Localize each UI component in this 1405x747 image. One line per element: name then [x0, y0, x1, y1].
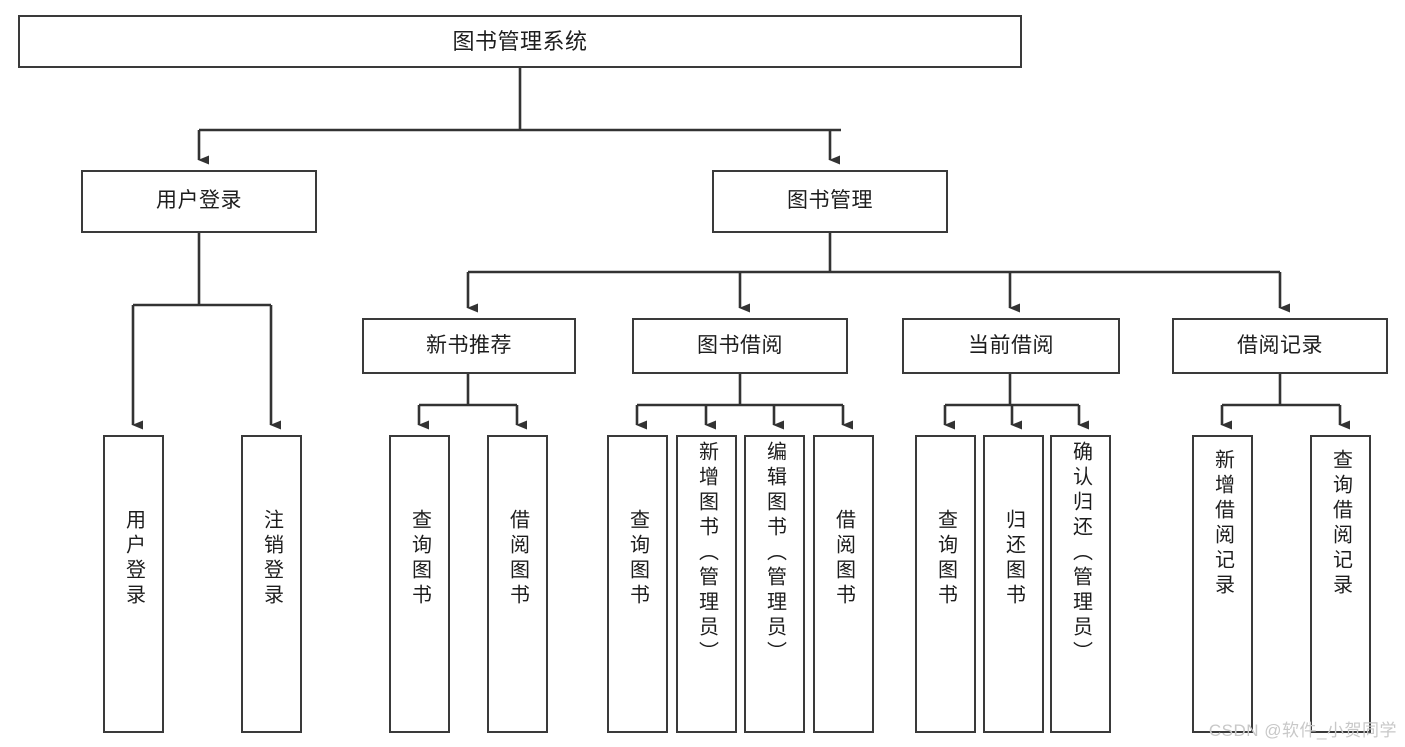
leaf-current-borrow-query-book[interactable]: 查询图书 — [915, 435, 976, 733]
node-label: 编辑图书（管理员） — [763, 441, 786, 666]
node-label: 注销登录 — [260, 509, 283, 609]
leaf-user-login-logout[interactable]: 注销登录 — [241, 435, 302, 733]
node-label: 借阅图书 — [506, 509, 529, 609]
node-label: 查询图书 — [934, 509, 957, 609]
leaf-book-borrow-edit-book-admin[interactable]: 编辑图书（管理员） — [744, 435, 805, 733]
node-book-borrowing[interactable]: 图书借阅 — [632, 318, 848, 374]
node-label: 新增借阅记录 — [1211, 449, 1234, 599]
node-label: 图书借阅 — [697, 333, 783, 357]
node-label: 查询借阅记录 — [1329, 449, 1352, 599]
node-user-login[interactable]: 用户登录 — [81, 170, 317, 233]
node-label: 用户登录 — [156, 189, 242, 213]
leaf-borrow-record-add-record[interactable]: 新增借阅记录 — [1192, 435, 1253, 733]
leaf-user-login-login[interactable]: 用户登录 — [103, 435, 164, 733]
node-label: 当前借阅 — [968, 333, 1054, 357]
node-book-management[interactable]: 图书管理 — [712, 170, 948, 233]
node-label: 归还图书 — [1002, 509, 1025, 609]
leaf-new-book-borrow-book[interactable]: 借阅图书 — [487, 435, 548, 733]
node-current-borrowing[interactable]: 当前借阅 — [902, 318, 1120, 374]
leaf-book-borrow-add-book-admin[interactable]: 新增图书（管理员） — [676, 435, 737, 733]
node-new-book-recommendation[interactable]: 新书推荐 — [362, 318, 576, 374]
leaf-new-book-query-book[interactable]: 查询图书 — [389, 435, 450, 733]
node-label: 借阅图书 — [832, 509, 855, 609]
watermark-text: CSDN @软件_小贺同学 — [1208, 721, 1397, 740]
node-borrowing-record[interactable]: 借阅记录 — [1172, 318, 1388, 374]
node-label: 确认归还（管理员） — [1069, 441, 1092, 666]
node-label: 用户登录 — [122, 509, 145, 609]
node-label: 新增图书（管理员） — [695, 441, 718, 666]
leaf-current-borrow-confirm-return-admin[interactable]: 确认归还（管理员） — [1050, 435, 1111, 733]
node-label: 图书管理 — [787, 189, 873, 213]
node-root-book-management-system[interactable]: 图书管理系统 — [18, 15, 1022, 68]
node-label: 新书推荐 — [426, 333, 512, 357]
node-label: 图书管理系统 — [452, 28, 588, 54]
node-label: 查询图书 — [408, 509, 431, 609]
leaf-book-borrow-borrow-book[interactable]: 借阅图书 — [813, 435, 874, 733]
leaf-current-borrow-return-book[interactable]: 归还图书 — [983, 435, 1044, 733]
leaf-book-borrow-query-book[interactable]: 查询图书 — [607, 435, 668, 733]
leaf-borrow-record-query-record[interactable]: 查询借阅记录 — [1310, 435, 1371, 733]
node-label: 借阅记录 — [1237, 333, 1323, 357]
node-label: 查询图书 — [626, 509, 649, 609]
